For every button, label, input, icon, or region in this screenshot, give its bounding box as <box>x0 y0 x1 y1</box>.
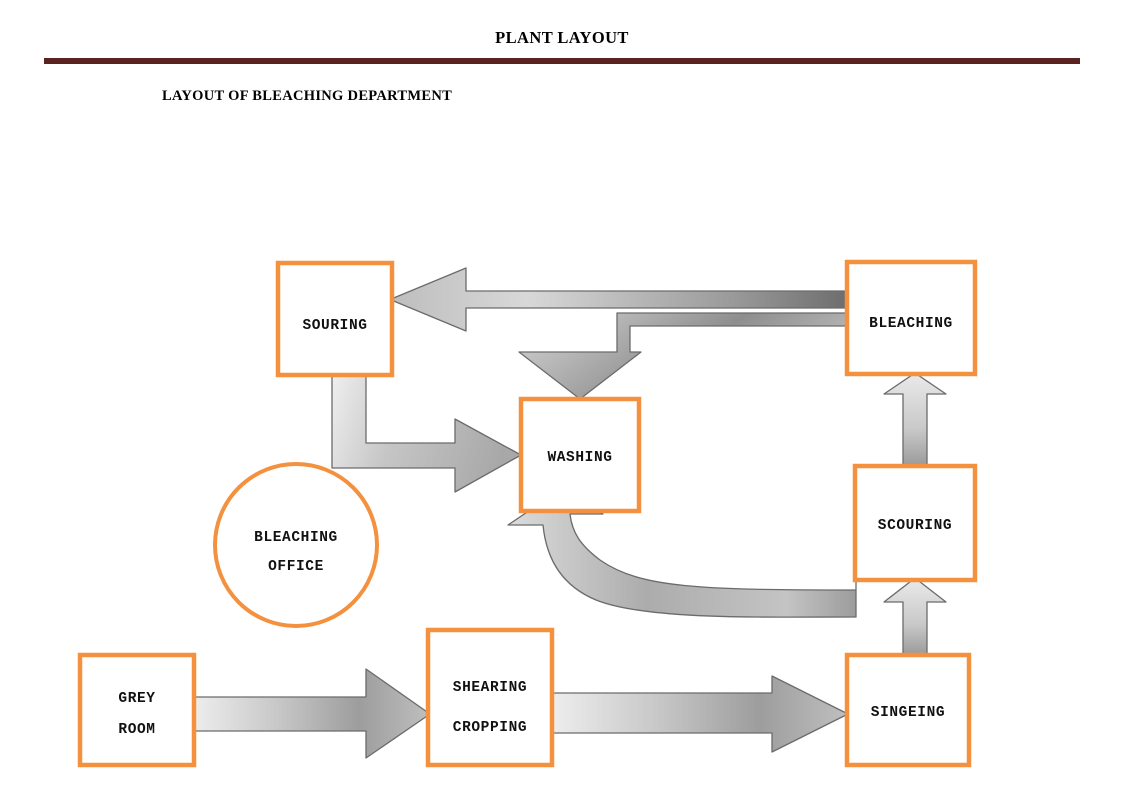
arrow-bleaching-to-souring <box>389 267 847 332</box>
arrow-bleaching-to-washing <box>518 312 849 400</box>
section-heading: LAYOUT OF BLEACHING DEPARTMENT <box>162 88 453 104</box>
node-grey-room-label-line2: ROOM <box>118 722 155 738</box>
node-shearing-label-line1: SHEARING <box>453 680 527 696</box>
arrow-singeing-to-scouring <box>883 577 947 656</box>
page-title: PLANT LAYOUT <box>495 28 629 47</box>
node-bleaching[interactable]: BLEACHING <box>844 259 978 377</box>
arrow-shearing-to-singeing <box>552 675 849 753</box>
node-washing[interactable]: WASHING <box>518 396 642 514</box>
node-souring-label: SOURING <box>302 318 367 334</box>
node-souring[interactable]: SOURING <box>275 260 395 378</box>
node-scouring[interactable]: SCOURING <box>852 463 978 583</box>
arrow-scouring-to-washing <box>507 489 857 618</box>
node-singeing-label: SINGEING <box>871 705 945 721</box>
node-grey-room[interactable]: GREY ROOM <box>77 652 197 768</box>
arrow-grey-room-to-shearing <box>193 668 431 759</box>
node-bleaching-office-label-line2: OFFICE <box>268 559 324 575</box>
title-divider <box>44 58 1080 64</box>
node-bleaching-office-label-line1: BLEACHING <box>254 530 338 546</box>
arrow-souring-to-washing <box>331 373 522 493</box>
node-washing-label: WASHING <box>547 450 612 466</box>
node-scouring-label: SCOURING <box>878 518 952 534</box>
node-shearing-label-line2: CROPPING <box>453 720 527 736</box>
node-singeing[interactable]: SINGEING <box>844 652 972 768</box>
node-shearing-cropping[interactable]: SHEARING CROPPING <box>425 627 555 768</box>
arrow-scouring-to-bleaching <box>883 372 947 467</box>
node-grey-room-label-line1: GREY <box>118 691 155 707</box>
node-bleaching-label: BLEACHING <box>869 316 953 332</box>
node-bleaching-office[interactable]: BLEACHING OFFICE <box>213 462 379 628</box>
